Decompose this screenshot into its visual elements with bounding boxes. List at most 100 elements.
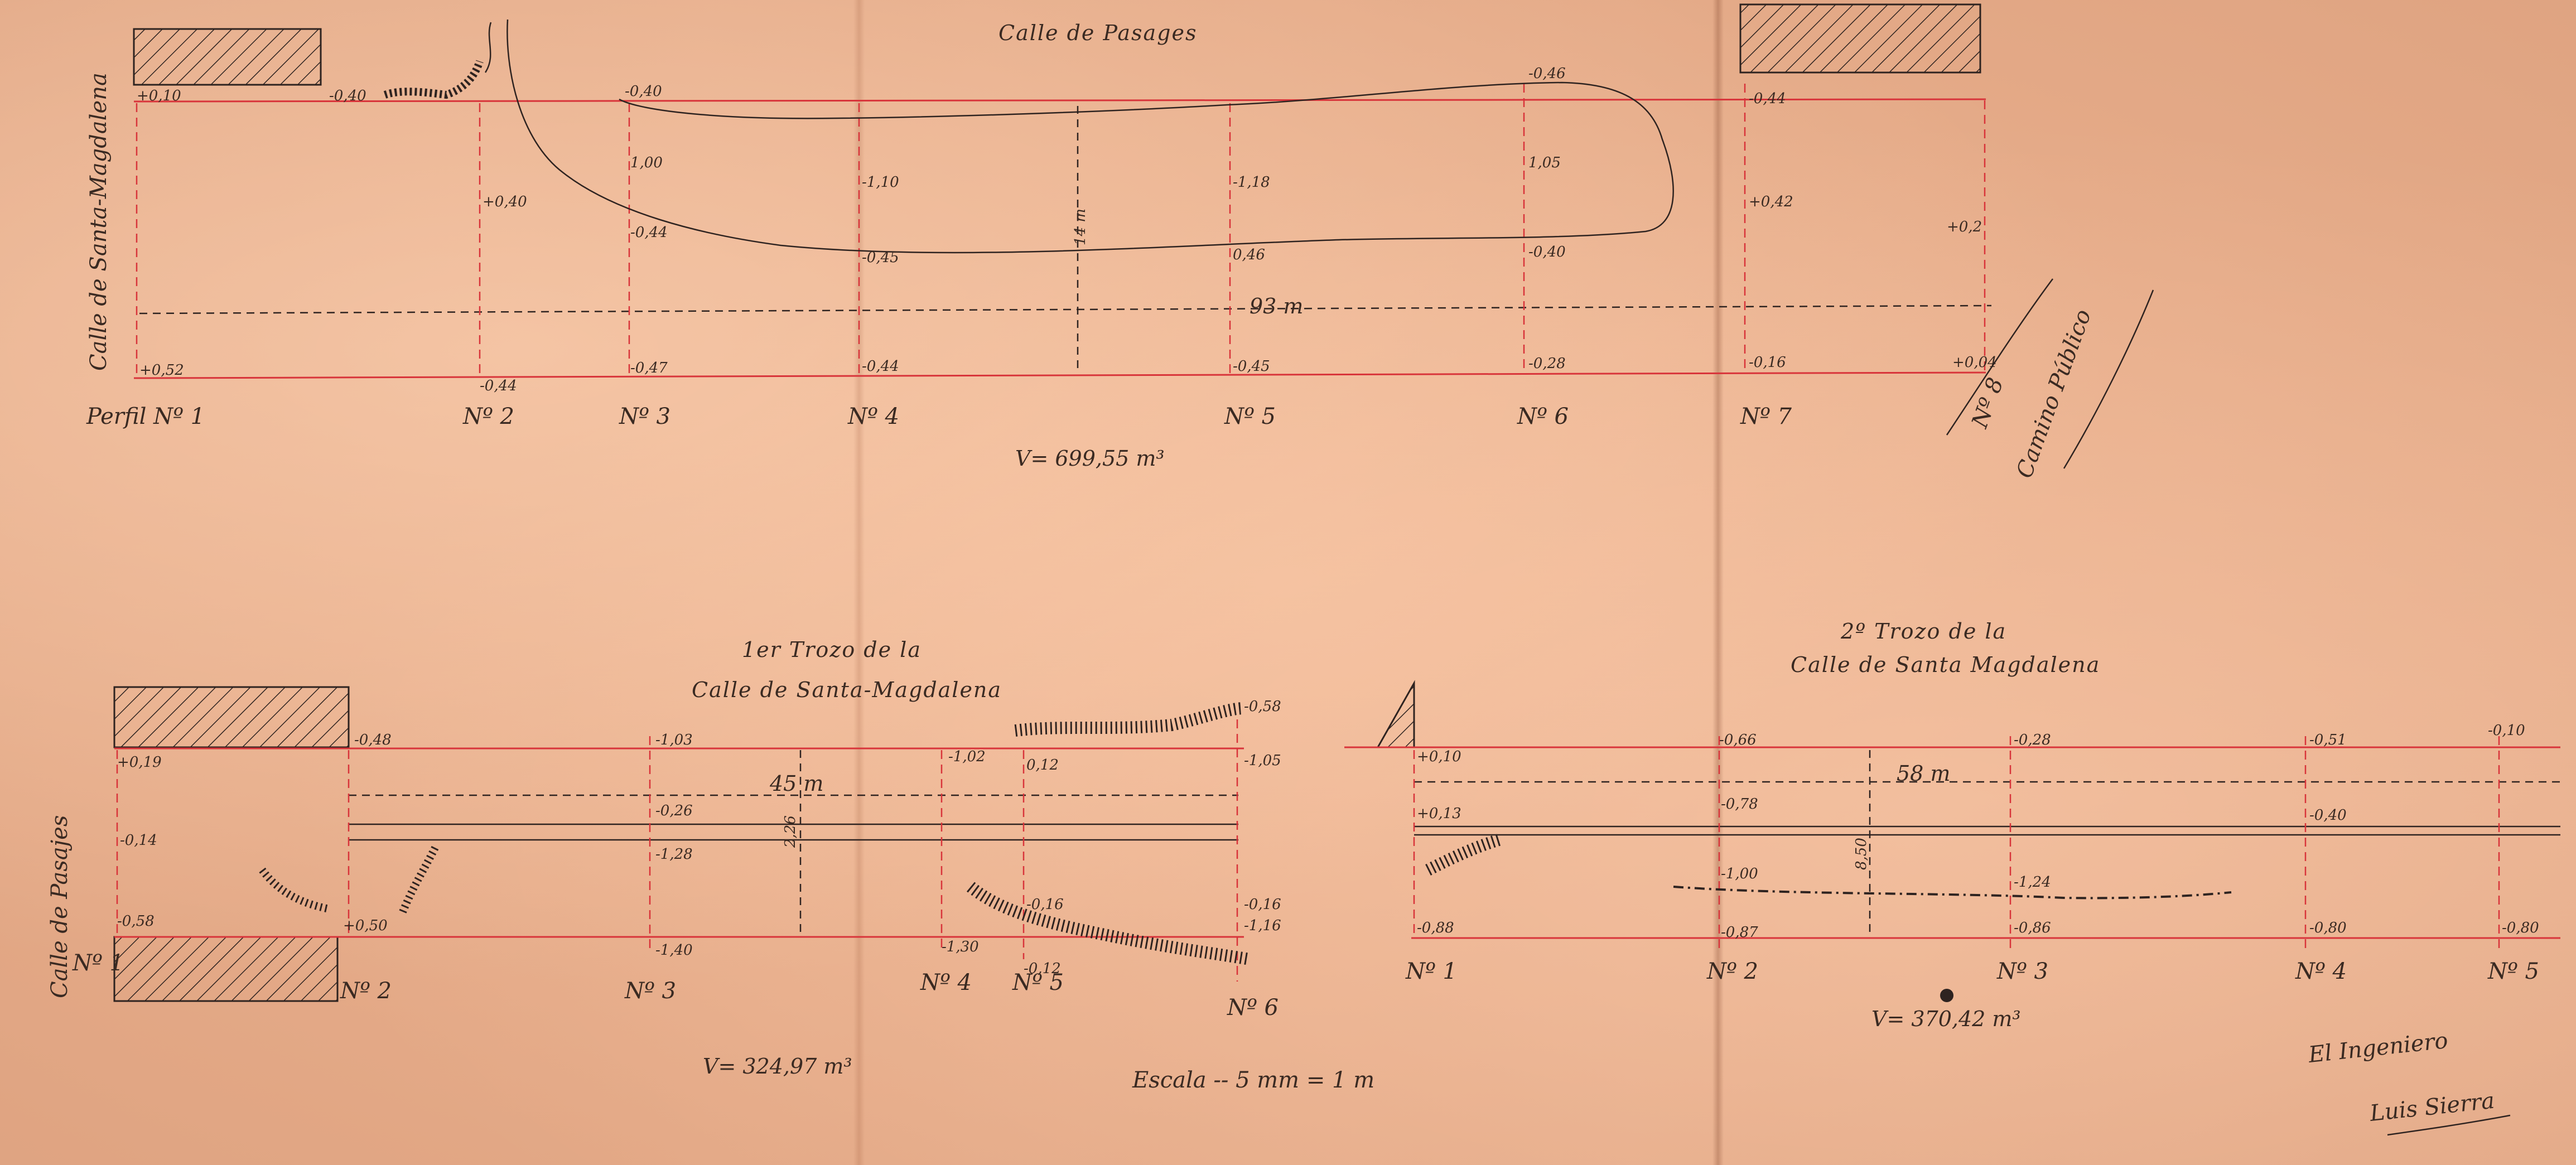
profile-label: Nº 7 [1740, 404, 1792, 429]
rock-texture [1425, 833, 1503, 876]
value-label: 1,05 [1528, 154, 1561, 171]
value-label: -0,26 [655, 803, 693, 819]
profile-label: Nº 4 [920, 970, 972, 995]
value-label: -0,66 [1719, 732, 1757, 748]
profile-label: Nº 5 [1012, 970, 1064, 995]
length-label: 58 m [1897, 761, 1950, 786]
axis-line [139, 304, 1992, 315]
scale-label: Escala -- 5 mm = 1 m [1132, 1067, 1374, 1093]
width-label: 8,50 [1853, 838, 1870, 870]
profile-label: Nº 1 [1405, 959, 1457, 984]
section-1-title: 1er Trozo de la [742, 637, 922, 662]
section-1-plan: 1er Trozo de la Calle de Santa-Magdalena… [47, 637, 1374, 1093]
ink-blot [1940, 989, 1953, 1002]
building-block [113, 936, 339, 1002]
value-label: -0,78 [1721, 796, 1758, 813]
value-label: -0,58 [117, 913, 155, 930]
value-label: -0,40 [329, 88, 366, 104]
value-label: -0,86 [2014, 920, 2051, 936]
signature-title: El Ingeniero [2307, 1028, 2449, 1068]
top-plan: Calle de Pasages 14 m +0,10 -0,40 -0,40 … [86, 3, 2154, 482]
signature-block: El Ingeniero Luis Sierra [2307, 1028, 2511, 1136]
value-label: -0,28 [2014, 732, 2051, 748]
street-name-right: Camino Público [2011, 306, 2096, 482]
profile-label: Nº 3 [619, 404, 670, 429]
profile-label: Nº 3 [1996, 959, 2048, 984]
value-label: +0,19 [117, 754, 162, 771]
rock-texture [383, 60, 484, 99]
value-label: -0,12 [1024, 960, 1061, 977]
value-label: +0,04 [1952, 354, 1997, 371]
road-edge [1946, 278, 2054, 436]
value-label: +0,50 [343, 917, 388, 934]
value-label: -1,40 [655, 942, 693, 959]
value-label: -0,28 [1528, 355, 1566, 372]
value-label: -1,30 [942, 939, 979, 955]
volume-label: V= 370,42 m³ [1871, 1007, 2021, 1031]
section-2-plan: 2º Trozo de la Calle de Santa Magdalena … [1344, 619, 2560, 1031]
value-label: -0,88 [1417, 920, 1454, 936]
value-label: -0,45 [1233, 358, 1270, 375]
paper-fold [1712, 0, 1724, 1165]
terrain-outline [484, 22, 492, 73]
terrain-outline [1673, 886, 2232, 900]
street-name-left: Calle de Santa-Magdalena [86, 72, 112, 371]
section-2-subtitle: Calle de Santa Magdalena [1791, 652, 2100, 677]
length-label: 93 m [1250, 294, 1303, 318]
value-label: -1,05 [1244, 752, 1281, 769]
value-label: -0,10 [2488, 722, 2525, 739]
value-label: -1,16 [1244, 917, 1281, 934]
value-label: -1,10 [862, 174, 899, 191]
value-label: +0,40 [483, 194, 527, 210]
profile-label: Nº 3 [624, 978, 676, 1004]
profile-label: Nº 5 [2487, 959, 2539, 984]
street-line-bottom [133, 371, 1986, 379]
value-label: -0,45 [862, 249, 899, 266]
signature-underline [2387, 1114, 2511, 1136]
building-block [113, 686, 350, 748]
value-label: -0,40 [625, 83, 662, 100]
top-title: Calle de Pasages [998, 21, 1197, 45]
section-1-subtitle: Calle de Santa-Magdalena [692, 678, 1002, 702]
street-name-left: Calle de Pasajes [47, 815, 73, 998]
value-label: -0,44 [480, 378, 517, 394]
value-label: -0,87 [1721, 924, 1758, 941]
profile-label: Nº 2 [340, 978, 392, 1004]
profile-label: Nº 8 [1967, 374, 2009, 432]
profile-label: Nº 4 [847, 404, 899, 429]
value-label: 1,00 [630, 154, 663, 171]
value-label: 0,46 [1233, 246, 1265, 263]
value-label: -1,03 [655, 732, 693, 748]
profile-label: Nº 4 [2295, 959, 2347, 984]
volume-label: V= 324,97 m³ [703, 1054, 852, 1079]
value-label: -0,16 [1026, 896, 1064, 913]
value-label: +0,42 [1749, 194, 1793, 210]
rock-texture [398, 845, 439, 916]
profile-label: Nº 6 [1517, 404, 1569, 429]
value-label: -0,44 [630, 224, 668, 241]
value-label: -0,80 [2309, 920, 2347, 936]
value-label: -0,44 [862, 358, 899, 375]
value-label: +0,2 [1947, 219, 1982, 235]
value-label: +0,10 [137, 88, 181, 104]
value-label: -0,16 [1244, 896, 1281, 913]
rock-texture [1014, 702, 1244, 737]
length-label: 45 m [769, 771, 823, 796]
value-label: -0,51 [2309, 732, 2347, 748]
profile-label: Nº 5 [1224, 404, 1276, 429]
value-label: -0,58 [1244, 698, 1281, 715]
value-label: -0,47 [630, 360, 668, 376]
volume-label: V= 699,55 m³ [1015, 446, 1165, 471]
value-label: -0,44 [1749, 90, 1786, 107]
rock-texture [259, 867, 330, 913]
value-label: -0,80 [2502, 920, 2539, 936]
value-label: -0,46 [1528, 65, 1566, 82]
value-label: -1,18 [1233, 174, 1270, 191]
value-label: -0,40 [1528, 244, 1566, 260]
terrain-outline [506, 19, 1674, 254]
value-label: 0,12 [1026, 757, 1059, 774]
value-label: -1,00 [1721, 866, 1758, 882]
building-block [1376, 680, 1415, 748]
